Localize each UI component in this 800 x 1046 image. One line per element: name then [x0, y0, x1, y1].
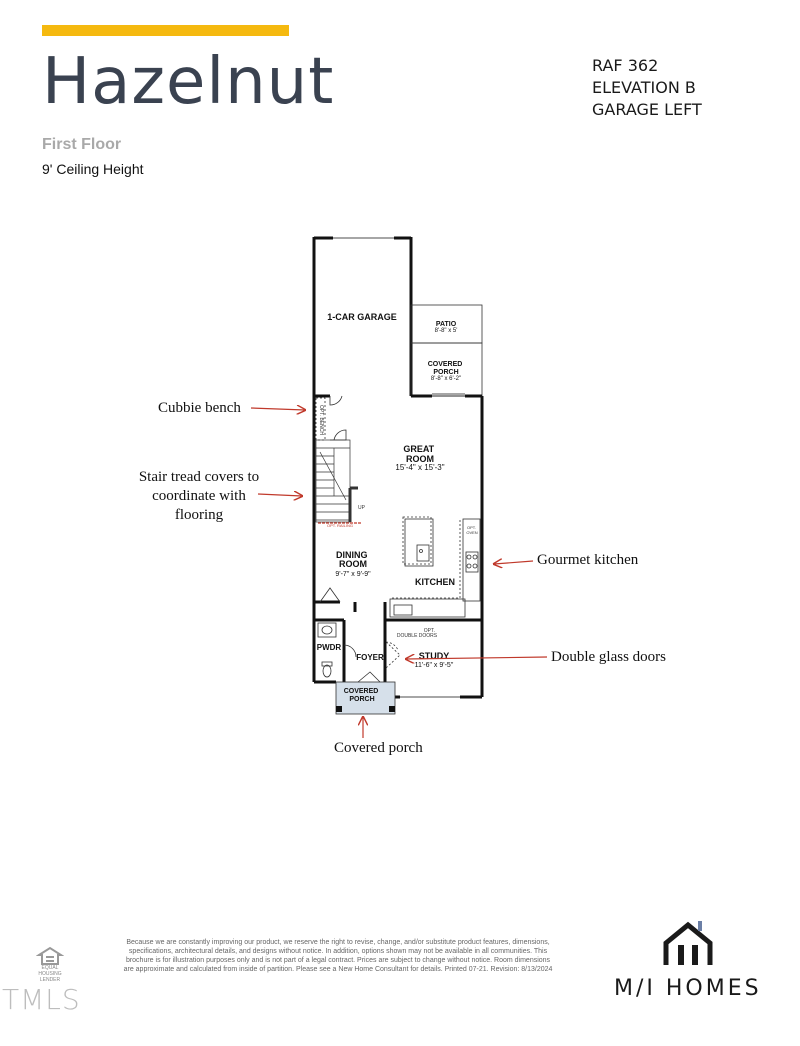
mi-homes-logo-icon	[663, 921, 713, 965]
foyer-label: FOYER	[356, 653, 384, 662]
kitchen-label: KITCHEN	[415, 577, 455, 587]
powder-room-label: PWDR	[317, 643, 342, 652]
study-double-doors	[385, 641, 401, 669]
patio-label: PATIO	[436, 321, 457, 328]
callout-covered-porch: Covered porch	[334, 740, 423, 756]
stairs	[315, 439, 358, 523]
stairs-up-label: UP	[358, 505, 366, 511]
garage-label: 1-CAR GARAGE	[327, 312, 397, 322]
callout-arrows	[250, 408, 548, 738]
callout-stair-treads: Stair tread covers to coordinate with fl…	[138, 469, 260, 523]
opt-railing-label: OPT. RAILING	[327, 523, 353, 528]
callout-gourmet-kitchen: Gourmet kitchen	[537, 552, 639, 568]
equal-housing-icon	[36, 946, 64, 965]
doors-arrow	[406, 657, 548, 659]
great-room-dimension: 15'-4" x 15'-3"	[395, 463, 444, 472]
elevation-label: ELEVATION B	[592, 78, 696, 97]
opt-bench-label: OPT. BENCH	[318, 405, 324, 435]
callout-double-glass-doors: Double glass doors	[551, 649, 666, 665]
kitchen-island	[402, 516, 434, 567]
stair-arrow	[257, 494, 302, 496]
front-porch-label: COVERED PORCH	[344, 688, 381, 703]
garage-side-label: GARAGE LEFT	[592, 100, 702, 119]
great-room-label: GREAT ROOM	[403, 444, 436, 464]
cubbie-arrow	[250, 408, 305, 410]
opt-oven-label: OPT. OVEN	[466, 525, 477, 535]
powder-room-fixtures	[317, 622, 357, 678]
floor-label: First Floor	[42, 136, 122, 153]
accent-bar	[42, 25, 289, 36]
ceiling-height: 9' Ceiling Height	[42, 161, 144, 177]
callout-cubbie-bench: Cubbie bench	[158, 400, 241, 416]
patio-dimension: 8'-8" x 5'	[435, 328, 458, 334]
kitchen-arrow	[494, 561, 534, 564]
study-dimension: 11'-6" x 9'-5"	[415, 662, 454, 669]
brand-wordmark: M/I HOMES	[614, 976, 762, 1001]
tmls-watermark: TMLS	[2, 983, 81, 1016]
rear-porch-dimension: 8'-8" x 6'-2"	[431, 376, 461, 382]
plan-title: Hazelnut	[42, 45, 335, 119]
window-lines	[400, 393, 465, 698]
cubbie-bench	[315, 395, 347, 441]
study-label: STUDY	[419, 651, 450, 661]
dining-room-label: DINING ROOM	[336, 550, 370, 569]
opt-double-doors-label: OPT. DOUBLE DOORS	[397, 628, 438, 639]
plan-code-block: RAF 362 ELEVATION B GARAGE LEFT	[592, 55, 702, 121]
plan-code: RAF 362	[592, 56, 659, 75]
dining-closet	[319, 587, 341, 603]
dining-room-dimension: 9'-7" x 9'-9"	[335, 571, 371, 578]
patio-outline	[410, 304, 483, 397]
equal-housing-text: EQUAL HOUSING LENDER	[38, 965, 62, 983]
legal-disclaimer: Because we are constantly improving our …	[123, 939, 553, 973]
house-walls	[312, 394, 484, 699]
front-porch	[335, 671, 396, 715]
kitchen-counter	[389, 518, 481, 618]
rear-porch-label: COVERED PORCH	[428, 361, 465, 376]
